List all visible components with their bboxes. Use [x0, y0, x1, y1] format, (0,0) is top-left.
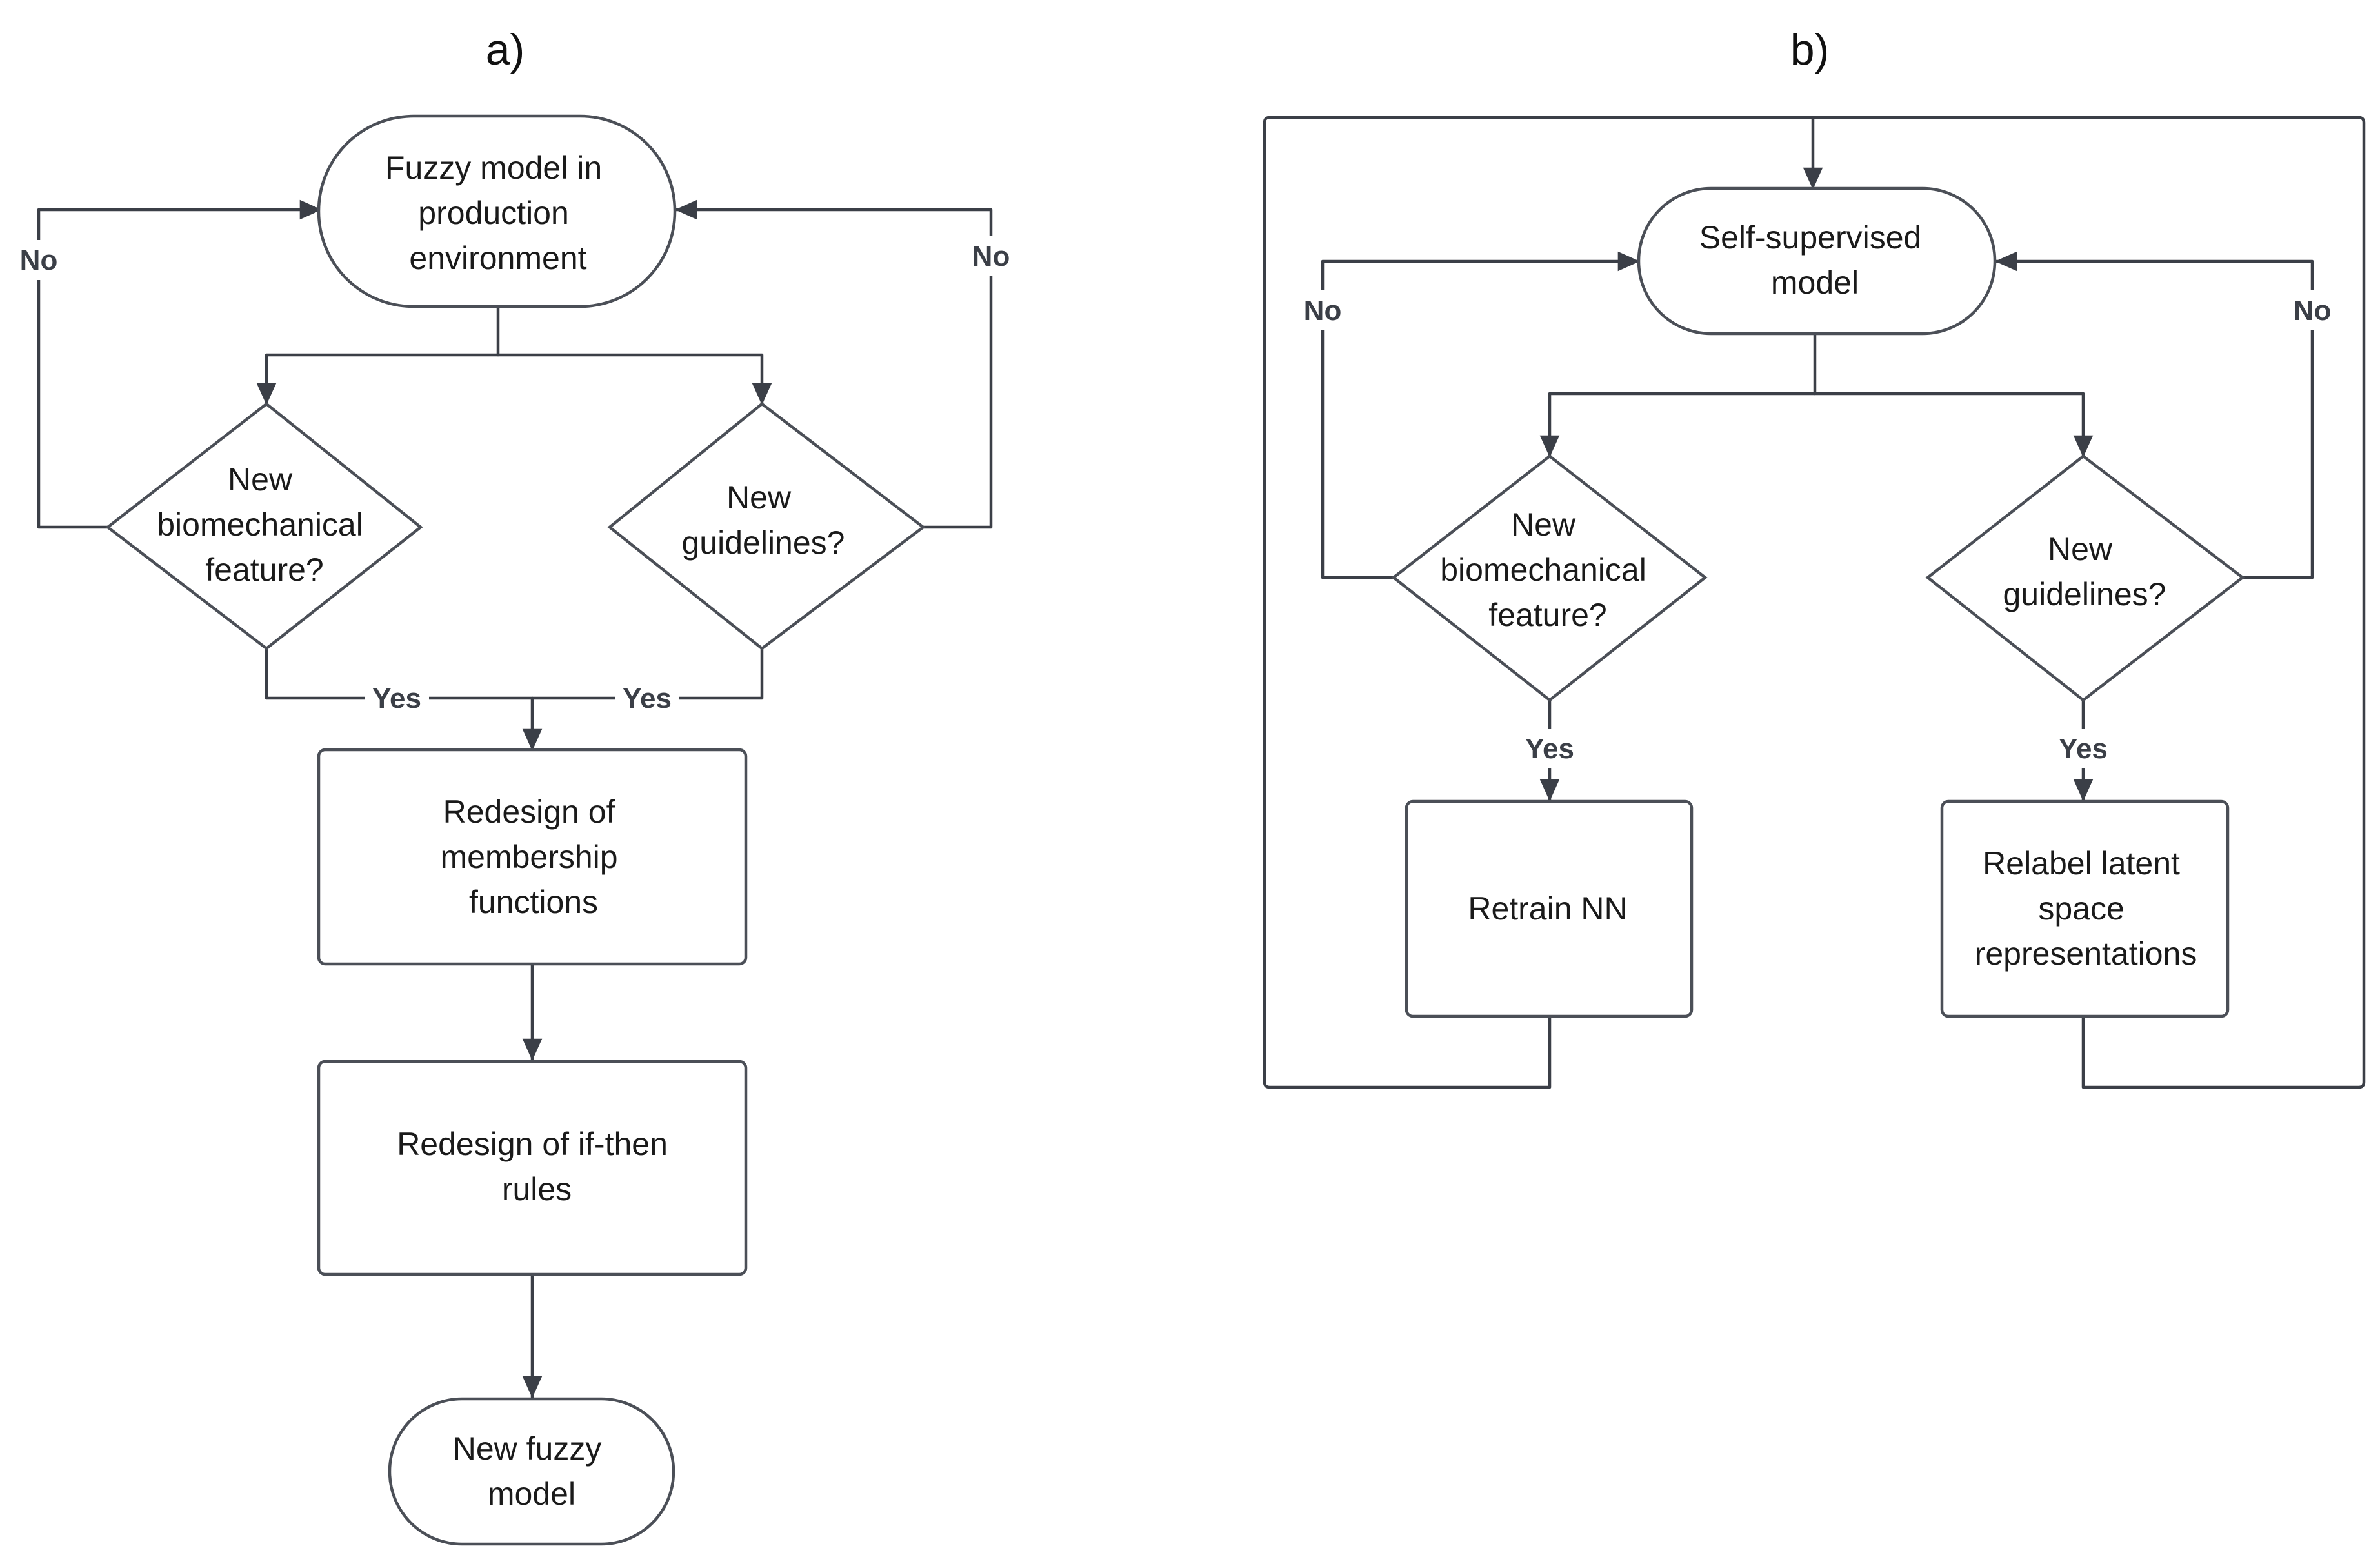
end-text: New fuzzy model [453, 1431, 611, 1512]
panel-a-edge-labels: No No Yes Yes [13, 236, 1018, 718]
self-supervised-terminator: Self-supervised model [1637, 186, 1997, 336]
no-label-right: No [972, 241, 1010, 272]
yes-label-right: Yes [623, 683, 672, 714]
yes-label-left: Yes [372, 683, 421, 714]
edge-start-to-biomech [256, 305, 500, 406]
process-redesign-membership: Redesign of membership functions [317, 748, 748, 966]
start-text: Fuzzy model in production environment [385, 150, 611, 276]
edge-start-to-guidelines [496, 353, 772, 406]
process-redesign-rules: Redesign of if-then rules [317, 1060, 748, 1276]
decision-guidelines-text: New guidelines? [2003, 531, 2166, 612]
decision-biomechanical-feature: New biomechanical feature? [105, 402, 423, 650]
yes-label-right: Yes [2059, 733, 2108, 765]
panel-b: b) Self-supervised model New biomechani [1263, 25, 2366, 1089]
edge-biomech-yes [265, 647, 534, 700]
panel-a: a) Fuzzy model in production environment [13, 25, 1018, 1546]
no-label-left: No [20, 245, 58, 276]
redesign-rules-text: Redesign of if-then rules [397, 1126, 677, 1207]
retrain-text: Retrain NN [1468, 890, 1627, 927]
yes-label-left: Yes [1525, 733, 1574, 765]
panel-b-connectors [1263, 116, 2366, 1089]
self-supervised-text: Self-supervised model [1699, 219, 1931, 301]
decision-new-guidelines: New guidelines? [1925, 454, 2245, 702]
edge-start-to-guidelines [1813, 392, 2094, 458]
redesign-membership-text: Redesign of membership functions [440, 794, 626, 920]
panel-b-label: b) [1790, 25, 1829, 74]
process-relabel-latent: Relabel latent space representations [1940, 799, 2230, 1018]
decision-biomech-text: New biomechanical feature? [157, 461, 372, 588]
edge-biomech-no-loop [1321, 251, 1641, 579]
process-retrain-nn: Retrain NN [1405, 799, 1694, 1018]
start-terminator: Fuzzy model in production environment [317, 114, 677, 308]
decision-biomechanical-feature: New biomechanical feature? [1391, 454, 1708, 702]
panel-b-edge-labels: No No Yes Yes [1297, 290, 2339, 768]
no-label-right: No [2294, 295, 2332, 326]
edge-guidelines-no-loop [1994, 251, 2314, 579]
end-terminator: New fuzzy model [388, 1397, 675, 1546]
decision-biomech-text: New biomechanical feature? [1440, 507, 1655, 633]
edge-biomech-no-loop [37, 199, 323, 529]
relabel-text: Relabel latent space representations [1975, 845, 2197, 972]
panel-a-label: a) [486, 25, 525, 74]
no-label-left: No [1304, 295, 1342, 326]
decision-guidelines-text: New guidelines? [682, 479, 845, 561]
edge-start-to-biomech [1539, 332, 1817, 458]
edge-guidelines-no-loop [674, 199, 993, 529]
decision-new-guidelines: New guidelines? [607, 402, 926, 650]
